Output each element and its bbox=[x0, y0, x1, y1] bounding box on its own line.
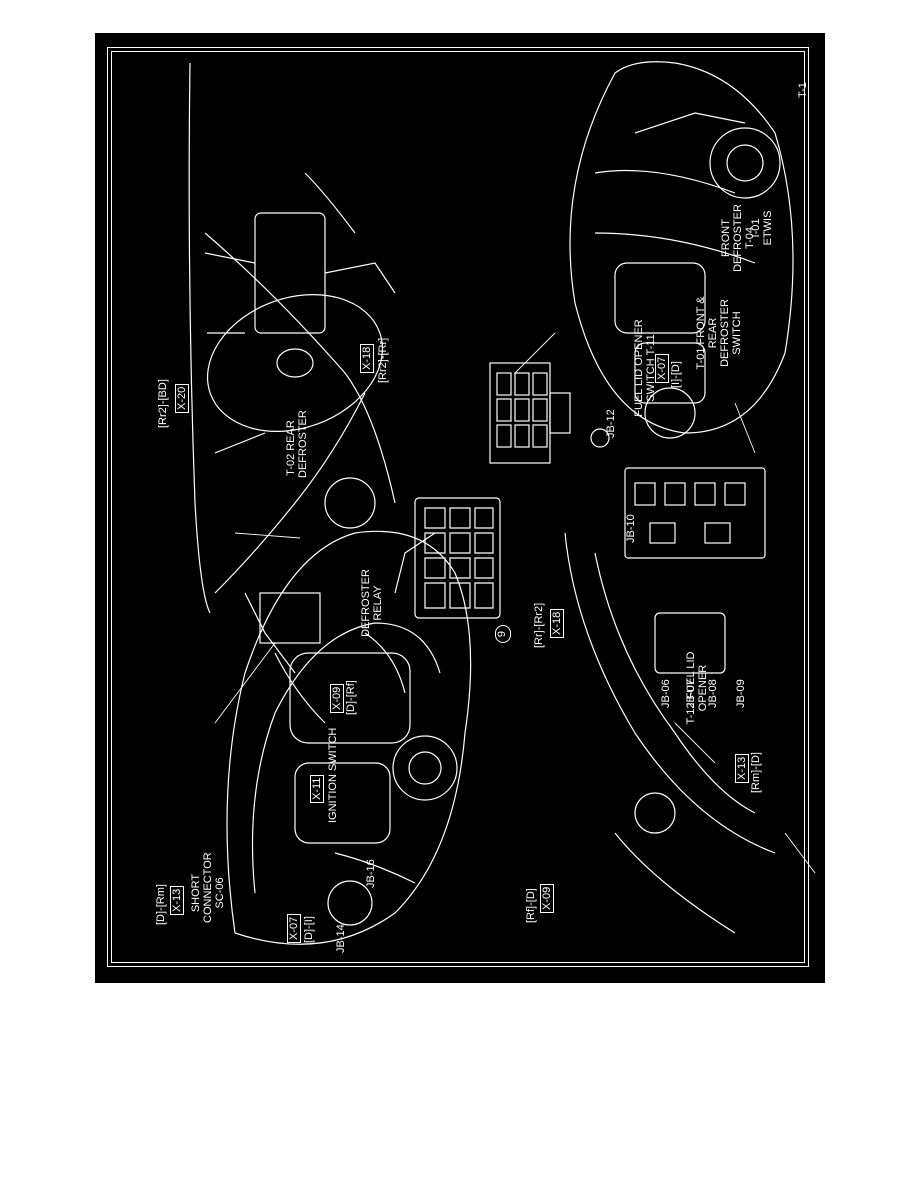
relay-box-drawing bbox=[414, 497, 501, 619]
connector-x09-top: X-09 bbox=[330, 683, 344, 713]
connector-x20: X-20 bbox=[175, 383, 189, 413]
jb07-label: JB-07 bbox=[685, 679, 697, 708]
fuse-number: 9 bbox=[495, 625, 511, 643]
ignition-switch-label: IGNITION SWITCH bbox=[327, 727, 339, 823]
jb08-label: JB-08 bbox=[707, 679, 719, 708]
connector-x07-top: X-07 bbox=[287, 913, 301, 943]
short-connector-label: SHORT CONNECTOR SC-06 bbox=[190, 852, 226, 923]
connector-x18-bot: X-18 bbox=[550, 608, 564, 638]
vehicle-line-art bbox=[188, 61, 816, 945]
fuel-lid-opener-switch-label: FUEL LID OPENER SWITCH T-11 bbox=[633, 319, 657, 417]
connector-x07-top-pin: [D]-[I] bbox=[303, 916, 315, 943]
jb06-label: JB-06 bbox=[660, 679, 672, 708]
interior-dashboard-drawing bbox=[564, 532, 776, 934]
connector-x18-top-pin: [Rr2]-[Rr] bbox=[377, 337, 389, 383]
connector-x09-bot: X-09 bbox=[540, 883, 554, 913]
front-rear-defroster-switch-label: T-01 FRONT & REAR DEFROSTER SWITCH bbox=[695, 296, 743, 370]
leader-lines bbox=[214, 332, 816, 874]
connector-x13-top: X-13 bbox=[170, 885, 184, 915]
inner-frame bbox=[111, 51, 805, 963]
connector-x11: X-11 bbox=[310, 774, 324, 803]
connector-x13-bot-pin: [Rm]-[D] bbox=[750, 752, 762, 793]
outer-frame bbox=[107, 47, 809, 967]
connector-x13-bot: X-13 bbox=[735, 753, 749, 783]
connector-x07-bot-pin: [I]-[D] bbox=[670, 361, 682, 388]
connector-x09-bot-pin: [Rf]-[D] bbox=[525, 888, 537, 923]
jb09-label: JB-09 bbox=[735, 679, 747, 708]
junction-block-drawing bbox=[624, 467, 766, 559]
fuse-block-drawing bbox=[489, 362, 610, 464]
jb14-label: JB-14 bbox=[335, 924, 347, 953]
rear-vehicle-drawing bbox=[226, 530, 472, 945]
connector-x13-top-pin: [D]-[Rm] bbox=[155, 884, 167, 925]
jb16-label: JB-16 bbox=[365, 859, 377, 888]
connector-x20-pin: [Rr2]-[BD] bbox=[157, 379, 169, 428]
front-vehicle-drawing bbox=[569, 61, 794, 439]
page-code: T-1 bbox=[797, 82, 809, 98]
jb12-label: JB-12 bbox=[605, 409, 617, 438]
connector-x18-bot-pin: [Rr]-[Rr2] bbox=[533, 602, 545, 648]
connector-x07-bot: X-07 bbox=[655, 353, 669, 383]
rotated-label-layer: X-13 [D]-[Rm] SHORT CONNECTOR SC-06 X-07… bbox=[95, 33, 825, 983]
connector-x18-top: X-18 bbox=[360, 343, 374, 373]
rear-defroster-label: T-02 REAR DEFROSTER bbox=[285, 410, 309, 478]
defroster-relay-label: DEFROSTER RELAY bbox=[360, 569, 384, 637]
etwis-label: I-01 ETWIS bbox=[750, 210, 774, 246]
connector-x09-top-pin: [D]-[Rf] bbox=[345, 680, 357, 715]
diagram-sheet: X-13 [D]-[Rm] SHORT CONNECTOR SC-06 X-07… bbox=[95, 33, 825, 983]
dashboard-drawing bbox=[188, 62, 396, 724]
jb10-label: JB-10 bbox=[625, 514, 637, 543]
